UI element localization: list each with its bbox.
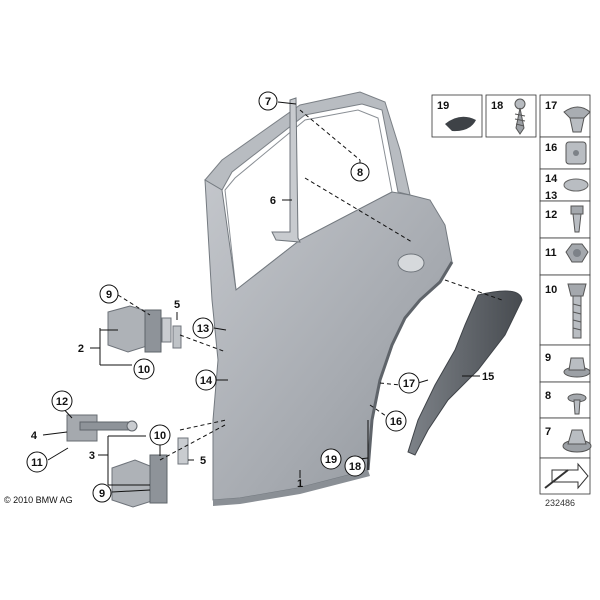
svg-text:15: 15 (482, 371, 494, 383)
callout-3: 3 (89, 450, 95, 462)
callout-5-lower: 5 (200, 455, 206, 467)
svg-text:14: 14 (200, 375, 213, 387)
callout-14: 14 (195, 369, 217, 391)
door-check-strap (66, 414, 138, 442)
svg-text:4: 4 (31, 430, 38, 442)
window-guide-rail (271, 97, 301, 243)
svg-text:18: 18 (349, 461, 361, 473)
sidebar-label-14: 14 (545, 173, 558, 185)
callout-18: 18 (344, 455, 366, 477)
callout-9-upper: 9 (99, 284, 119, 304)
sidebar-label-19: 19 (437, 100, 449, 112)
callout-17: 17 (398, 372, 420, 394)
svg-text:9: 9 (106, 289, 112, 301)
clip-nut-icon (565, 141, 587, 165)
sidebar-label-8: 8 (545, 390, 551, 402)
callout-7: 7 (258, 91, 278, 111)
svg-text:13: 13 (197, 323, 209, 335)
svg-text:10: 10 (138, 364, 150, 376)
parts-sidebar: 19 18 17 16 14 13 12 11 10 9 8 7 (431, 94, 592, 495)
callout-16: 16 (385, 410, 407, 432)
callout-5-upper: 5 (174, 299, 180, 311)
sidebar-label-9: 9 (545, 352, 551, 364)
svg-text:3: 3 (89, 450, 95, 462)
callout-1: 1 (297, 478, 303, 490)
callout-4: 4 (31, 430, 38, 442)
screw-icon (514, 98, 526, 135)
callout-11: 11 (26, 451, 48, 473)
hex-screw-icon (570, 205, 584, 233)
svg-text:17: 17 (403, 378, 415, 390)
svg-text:10: 10 (154, 430, 166, 442)
callout-19: 19 (320, 448, 342, 470)
callout-13: 13 (192, 317, 214, 339)
callout-9-lower: 9 (92, 483, 112, 503)
sidebar-label-7: 7 (545, 426, 551, 438)
upper-hinge (107, 305, 182, 353)
copyright-text: © 2010 BMW AG (4, 495, 73, 505)
svg-text:8: 8 (357, 167, 363, 179)
callout-2: 2 (78, 343, 84, 355)
callout-12: 12 (51, 390, 73, 412)
svg-text:2: 2 (78, 343, 84, 355)
svg-text:7: 7 (265, 96, 271, 108)
sidebar-label-11: 11 (545, 247, 557, 259)
collar-nut-icon (562, 429, 592, 453)
leader-lines (42, 101, 503, 493)
svg-text:12: 12 (56, 396, 68, 408)
svg-text:6: 6 (270, 195, 276, 207)
svg-text:11: 11 (31, 457, 43, 469)
callout-6: 6 (270, 195, 276, 207)
sidebar-label-18: 18 (491, 100, 503, 112)
svg-text:1: 1 (297, 478, 303, 490)
plug-icon (445, 116, 476, 132)
svg-text:9: 9 (99, 488, 105, 500)
sidebar-label-17: 17 (545, 100, 557, 112)
svg-text:19: 19 (325, 454, 337, 466)
svg-text:5: 5 (200, 455, 206, 467)
arrow-icon (544, 462, 589, 490)
sidebar-label-16: 16 (545, 142, 557, 154)
expanding-rivet-icon (563, 106, 591, 133)
sidebar-label-12: 12 (545, 209, 557, 221)
callout-15: 15 (482, 371, 494, 383)
svg-text:16: 16 (390, 416, 402, 428)
rear-door-shell (204, 91, 454, 506)
flange-nut-icon (563, 357, 591, 378)
callout-10-upper: 10 (133, 358, 155, 380)
callout-10-lower: 10 (149, 424, 171, 446)
sidebar-label-13: 13 (545, 190, 557, 202)
diagram-id: 232486 (545, 498, 575, 508)
callout-8: 8 (350, 162, 370, 182)
wheel-arch-trim (407, 290, 523, 456)
flange-screw-icon (567, 393, 587, 415)
sidebar-label-10: 10 (545, 284, 557, 296)
hex-nut-icon (565, 243, 589, 263)
lower-hinge (111, 437, 189, 508)
round-plug-icon (563, 178, 589, 192)
bolt-icon (567, 283, 587, 339)
svg-text:5: 5 (174, 299, 180, 311)
